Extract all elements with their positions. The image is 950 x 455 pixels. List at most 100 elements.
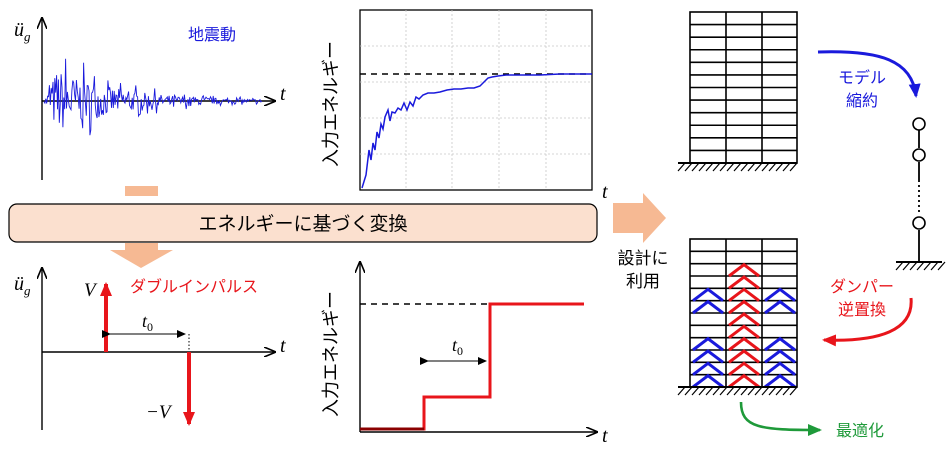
use-for-design-label-1: 設計に	[618, 249, 669, 269]
ground-hatch	[705, 386, 714, 396]
V-label: V	[84, 280, 98, 301]
damper-brace	[728, 299, 760, 315]
damper-brace	[692, 336, 724, 352]
damper-brace	[728, 275, 760, 290]
damper-label-1: ダンパー	[830, 277, 894, 296]
t-axis-label: t	[280, 83, 286, 105]
t-axis-label: t	[602, 181, 608, 203]
lumped-mass	[912, 148, 926, 162]
ground-hatch	[705, 162, 714, 172]
damper-label-2: 逆置換	[838, 300, 886, 319]
damper-replacement-arrow	[822, 297, 913, 347]
optimize-label: 最適化	[836, 421, 884, 440]
ground-hatch	[916, 261, 925, 271]
ground-hatch	[733, 386, 742, 396]
ug-label: üg	[14, 273, 31, 298]
optimize-arrow	[739, 401, 822, 436]
transform-banner: エネルギーに基づく変換	[8, 203, 598, 243]
energy-plot-bottom: t0 t 入力エネルギー	[321, 262, 608, 447]
ground-hatch	[747, 162, 756, 172]
y-axis-label: 入力エネルギー	[321, 291, 342, 417]
damper-brace	[692, 373, 724, 389]
ground-hatch	[691, 162, 700, 172]
ground-hatch	[719, 162, 728, 172]
damper-brace	[764, 349, 796, 364]
model-reduction-arrow	[817, 50, 921, 98]
banner-text: エネルギーに基づく変換	[198, 213, 407, 235]
ground-hatch	[895, 261, 904, 271]
energy-step-curve	[360, 302, 584, 431]
model-reduction-label-1: モデル	[838, 68, 886, 87]
lumped-mass	[912, 117, 926, 131]
ground-hatch	[698, 386, 707, 396]
right-arrow	[613, 193, 666, 243]
ground-hatch	[775, 386, 784, 396]
stick-model	[895, 117, 946, 271]
model-reduction-label-2: 縮約	[846, 91, 878, 110]
damper-brace	[728, 287, 760, 302]
t0-label: t0	[142, 311, 153, 334]
ground-hatch	[782, 386, 791, 396]
damper-brace	[692, 299, 724, 315]
ground-hatch	[691, 386, 700, 396]
ground-hatch	[754, 386, 763, 396]
damper-brace	[728, 336, 760, 352]
ground-hatch	[719, 386, 728, 396]
damper-brace	[692, 287, 724, 302]
ground-hatch	[902, 261, 911, 271]
ground-hatch	[677, 386, 686, 396]
ground-hatch	[782, 162, 791, 172]
use-for-design-label-2: 利用	[626, 272, 660, 292]
ground-hatch	[726, 386, 735, 396]
ground-hatch	[726, 162, 735, 172]
minus-V-label: −V	[146, 402, 173, 423]
damper-brace	[764, 299, 796, 315]
plot-frame	[359, 9, 593, 191]
ground-motion-plot: üg t 地震動	[14, 18, 286, 180]
damper-brace	[764, 373, 796, 389]
lumped-mass	[912, 216, 926, 230]
damper-brace	[764, 336, 796, 352]
t-axis-label: t	[280, 335, 286, 357]
ground-hatch	[684, 386, 693, 396]
ground-hatch	[712, 162, 721, 172]
damper-brace	[728, 373, 760, 389]
ground-hatch	[733, 162, 742, 172]
ground-motion-waveform	[43, 58, 263, 136]
damper-brace	[728, 361, 760, 376]
ground-hatch	[768, 386, 777, 396]
ground-hatch	[768, 162, 777, 172]
double-impulse-plot: üg t V −V t0 ダブルインパルス	[14, 268, 286, 430]
damper-brace	[728, 324, 760, 339]
damper-brace	[692, 361, 724, 376]
banner-box	[8, 203, 598, 243]
ground-hatch	[747, 386, 756, 396]
ug-label: üg	[14, 19, 31, 44]
ground-hatch	[930, 261, 939, 271]
ground-hatch	[761, 162, 770, 172]
ground-hatch	[740, 162, 749, 172]
damper-brace	[728, 349, 760, 364]
damper-brace	[728, 262, 760, 278]
building-bottom	[677, 238, 798, 396]
ground-hatch	[909, 261, 918, 271]
damper-brace	[764, 361, 796, 376]
down-arrow-bottom	[110, 243, 173, 268]
ground-hatch	[937, 261, 946, 271]
ground-hatch	[754, 162, 763, 172]
damper-brace	[692, 349, 724, 364]
ground-motion-label: 地震動	[188, 25, 236, 44]
ground-hatch	[789, 162, 798, 172]
ground-hatch	[740, 386, 749, 396]
y-axis-label: 入力エネルギー	[321, 41, 342, 167]
building-top	[677, 11, 798, 172]
damper-brace	[728, 312, 760, 327]
energy-plot-top: t 入力エネルギー	[321, 9, 608, 203]
t0-label: t0	[452, 335, 463, 358]
plot-grid	[360, 10, 592, 190]
damper-brace	[764, 287, 796, 302]
double-impulse-label: ダブルインパルス	[130, 277, 258, 296]
ground-hatch	[761, 386, 770, 396]
energy-curve	[361, 73, 592, 189]
